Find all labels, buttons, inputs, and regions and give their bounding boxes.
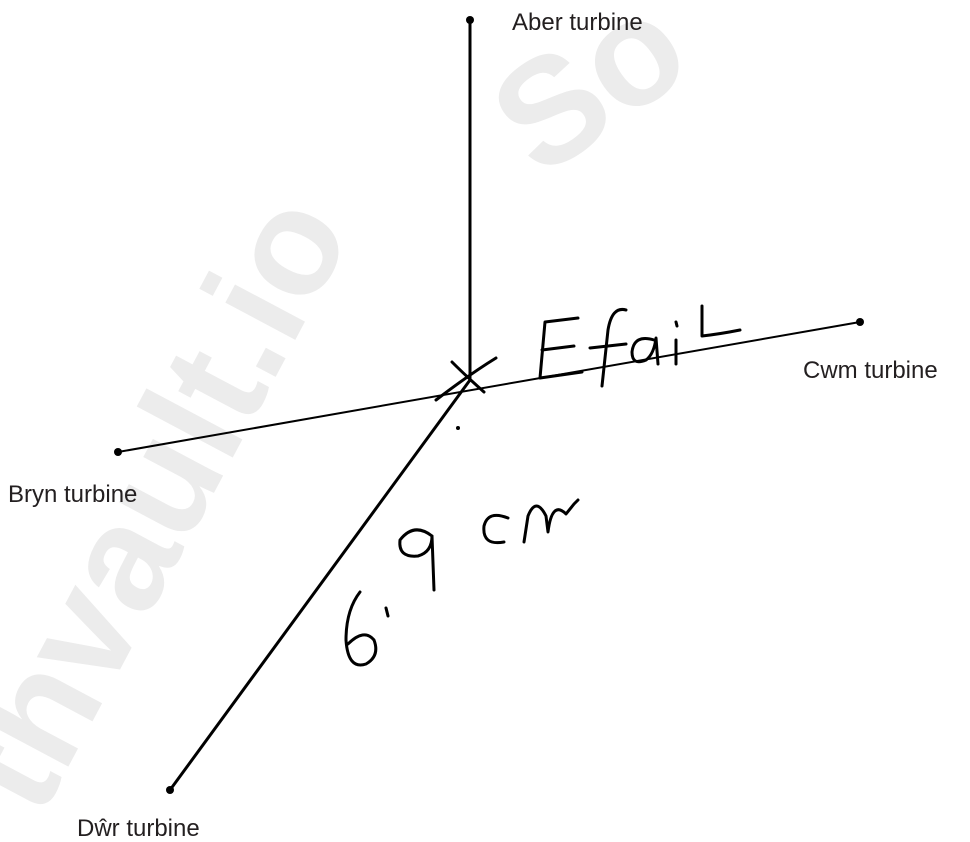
label-dwr-turbine: Dŵr turbine bbox=[77, 815, 200, 842]
handwritten-efail bbox=[538, 304, 742, 388]
point-bryn bbox=[114, 448, 122, 456]
line-dwr bbox=[168, 379, 472, 791]
line-bryn-cwm bbox=[117, 321, 861, 453]
label-bryn-turbine: Bryn turbine bbox=[8, 481, 138, 508]
point-aber bbox=[466, 16, 474, 24]
point-dwr bbox=[166, 786, 174, 794]
label-cwm-turbine: Cwm turbine bbox=[803, 357, 938, 384]
handwritten-measurement bbox=[344, 498, 580, 667]
efail-cross-mark bbox=[434, 356, 498, 402]
point-cwm bbox=[856, 318, 864, 326]
label-aber-turbine: Aber turbine bbox=[512, 9, 643, 36]
